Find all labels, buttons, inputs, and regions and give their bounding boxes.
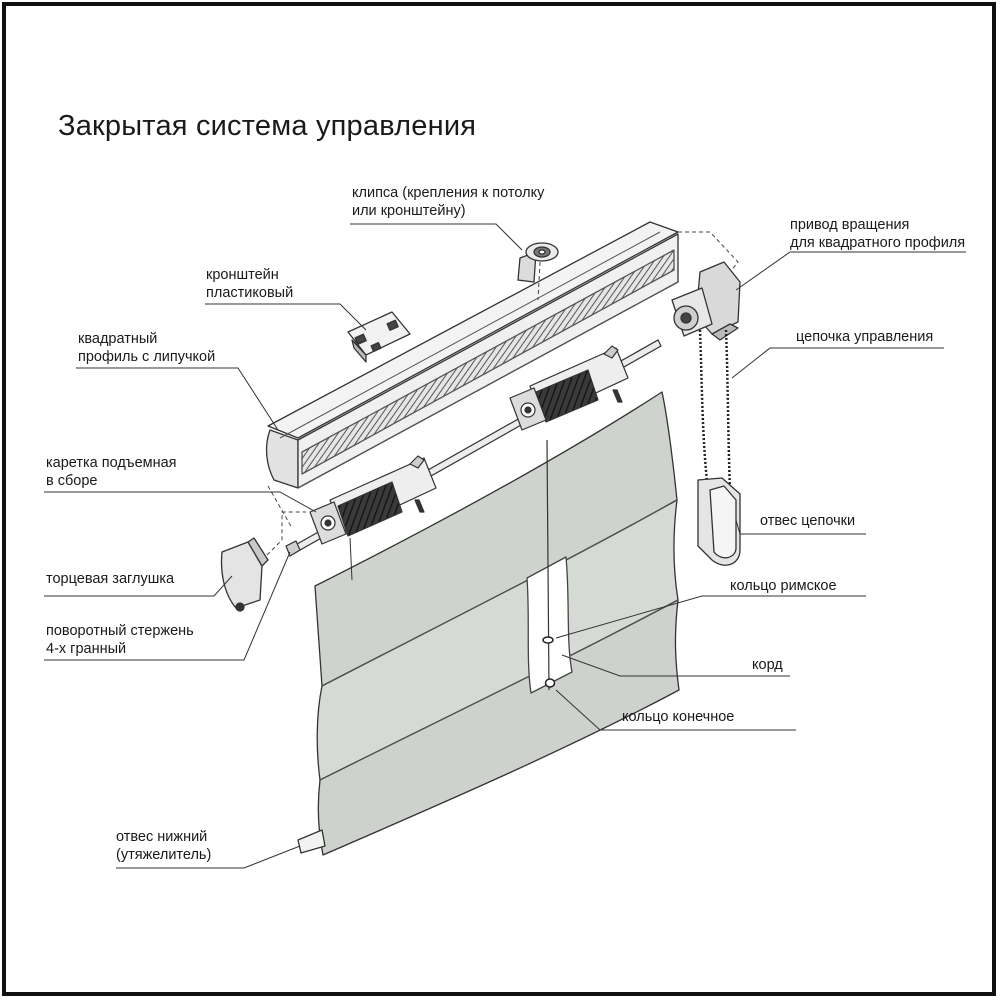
label-line: кольцо римское (730, 578, 837, 594)
label-rotating-rod: поворотный стержень 4-х гранный (46, 622, 194, 658)
rotation-drive (671, 261, 741, 341)
label-line: привод вращения (790, 217, 910, 233)
label-cord: корд (752, 656, 783, 674)
label-line: 4-х гранный (46, 641, 127, 657)
label-end-cap: торцевая заглушка (46, 570, 174, 588)
label-line: или кронштейну) (352, 203, 466, 219)
label-line: поворотный стержень (46, 623, 194, 639)
label-line: кольцо конечное (622, 709, 735, 725)
label-plastic-bracket: кронштейн пластиковый (206, 266, 293, 302)
label-line: торцевая заглушка (46, 571, 175, 587)
label-roman-ring: кольцо римское (730, 577, 837, 595)
label-line: для квадратного профиля (790, 235, 966, 251)
label-chain-weight: отвес цепочки (760, 512, 855, 530)
label-control-chain: цепочка управления (796, 328, 933, 346)
label-line: профиль с липучкой (78, 349, 216, 365)
label-line: квадратный (78, 331, 158, 347)
fabric-panel (297, 391, 680, 856)
plastic-bracket (347, 311, 411, 363)
chain-weight (697, 477, 741, 566)
label-line: (утяжелитель) (116, 847, 212, 863)
label-line: кронштейн (206, 267, 279, 283)
label-end-ring: кольцо конечное (622, 708, 734, 726)
label-rotation-drive: привод вращения для квадратного профиля (790, 216, 965, 252)
label-line: отвес нижний (116, 829, 208, 845)
ceiling-clip (517, 242, 559, 283)
label-line: корд (752, 657, 783, 673)
control-chain (698, 329, 732, 491)
label-line: отвес цепочки (760, 513, 856, 529)
label-line: в сборе (46, 473, 98, 489)
label-line: цепочка управления (796, 329, 934, 345)
lift-carriage-left (309, 455, 437, 545)
lift-carriage-right (509, 345, 629, 431)
label-square-profile: квадратный профиль с липучкой (78, 330, 215, 366)
label-bottom-weight: отвес нижний (утяжелитель) (116, 828, 211, 864)
page-title: Закрытая система управления (58, 110, 477, 142)
cord-left (349, 537, 353, 581)
assembly-guides (261, 231, 739, 561)
label-lift-carriage: каретка подъемная в сборе (46, 454, 177, 490)
square-profile (265, 221, 679, 489)
end-cap (220, 537, 269, 612)
label-line: пластиковый (206, 285, 294, 301)
leader-lines (44, 223, 966, 869)
label-ceiling-clip: клипса (крепления к потолку или кронштей… (352, 184, 544, 220)
label-line: каретка подъемная (46, 455, 177, 471)
label-line: клипса (крепления к потолку (352, 185, 545, 201)
